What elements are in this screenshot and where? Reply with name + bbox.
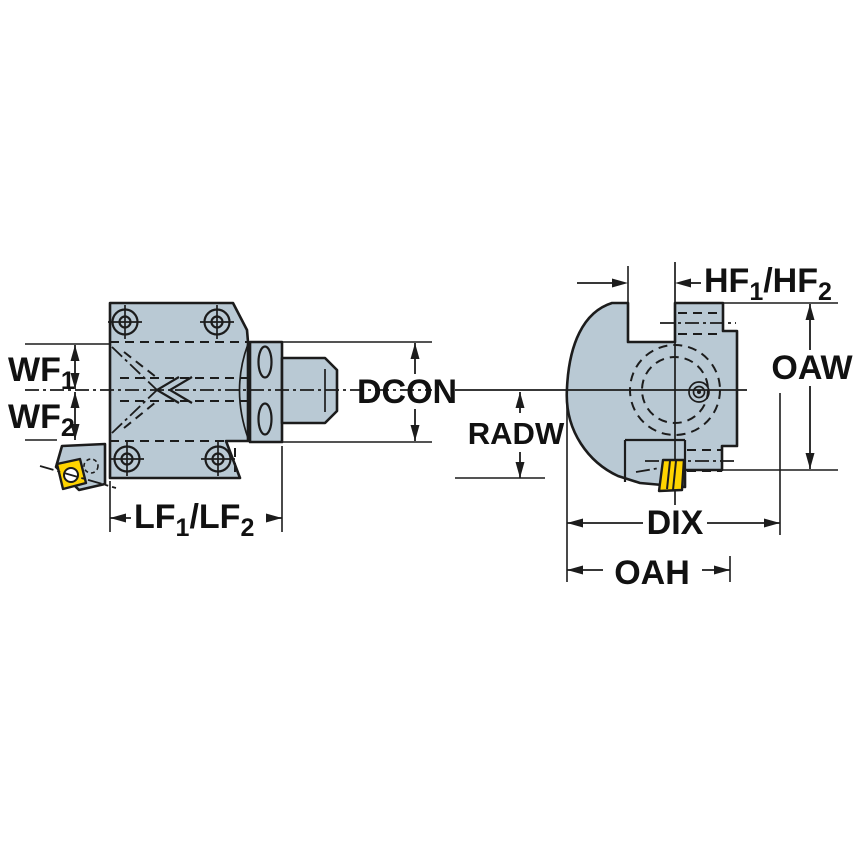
front-view-body [565, 301, 739, 489]
bore-circle-outer [629, 344, 721, 436]
dim-label-wf2: WF2 [8, 398, 75, 442]
cutting-insert-front [635, 458, 686, 493]
side-view [39, 301, 339, 492]
mounting-holes [108, 305, 235, 476]
dim-wf2: WF2 [8, 392, 80, 442]
dim-hf: HF1/HF2 [577, 262, 832, 306]
thread-lines-bottom [645, 449, 736, 472]
hidden-screw-circle [83, 458, 99, 474]
dim-label-oaw: OAW [771, 349, 853, 387]
clamp-screw [688, 381, 710, 403]
dim-label-radw: RADW [468, 416, 565, 451]
dimensions-side-view: WF1 WF2 DCON LF1/LF2 [8, 341, 457, 542]
side-view-flange [248, 340, 284, 444]
dim-lf: LF1/LF2 [110, 498, 282, 542]
dim-oaw: OAW [771, 304, 854, 469]
dimensions-front-view: HF1/HF2 OAW RADW DIX [455, 262, 854, 592]
dim-radw: RADW [468, 392, 565, 478]
flange-slot-top [257, 345, 273, 379]
front-view [455, 262, 747, 505]
dim-dix: DIX [567, 504, 780, 542]
hole-top-left [108, 305, 142, 339]
dim-label-oah: OAH [614, 554, 690, 592]
insert-axis-line [39, 465, 117, 489]
flange-slot-bottom [257, 402, 273, 436]
hole-bottom-left [110, 442, 144, 476]
thread-lines-top [660, 312, 736, 335]
dim-label-hf: HF1/HF2 [704, 262, 832, 306]
hole-top-right [200, 305, 234, 339]
dim-oah: OAH [567, 554, 730, 592]
dim-label-lf: LF1/LF2 [134, 498, 254, 542]
hole-bottom-right [201, 442, 235, 476]
dim-label-dix: DIX [647, 504, 704, 542]
dim-dcon: DCON [357, 343, 457, 441]
dim-label-dcon: DCON [357, 373, 457, 411]
dim-wf1: WF1 [8, 345, 80, 395]
dim-label-wf1: WF1 [8, 351, 75, 395]
body-turn-arc [238, 343, 249, 439]
